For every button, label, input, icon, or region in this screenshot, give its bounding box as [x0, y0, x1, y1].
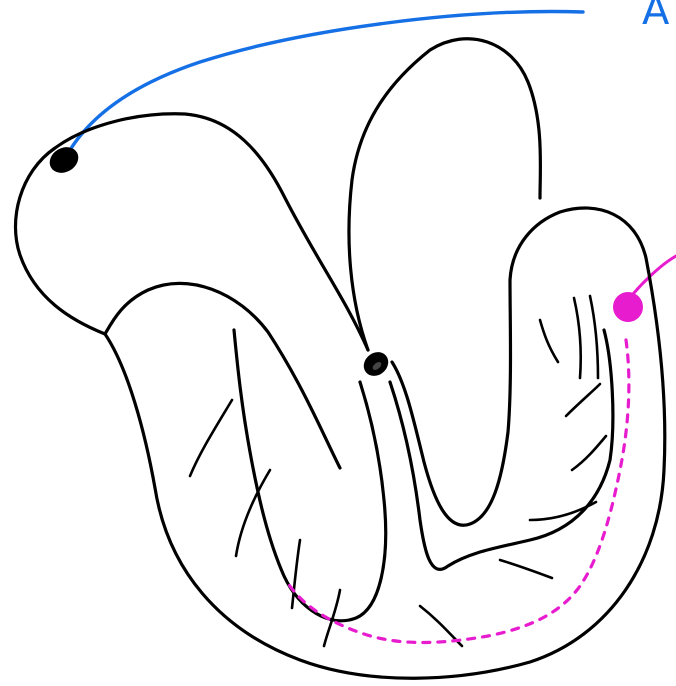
blue-leader-line	[70, 12, 583, 150]
label-a: A	[642, 0, 670, 34]
left-inner-contour	[105, 283, 340, 468]
pink-dot-icon	[613, 292, 643, 322]
outer-body	[105, 208, 665, 678]
inner-channel-left	[234, 330, 386, 621]
left-opening-icon	[45, 142, 83, 178]
